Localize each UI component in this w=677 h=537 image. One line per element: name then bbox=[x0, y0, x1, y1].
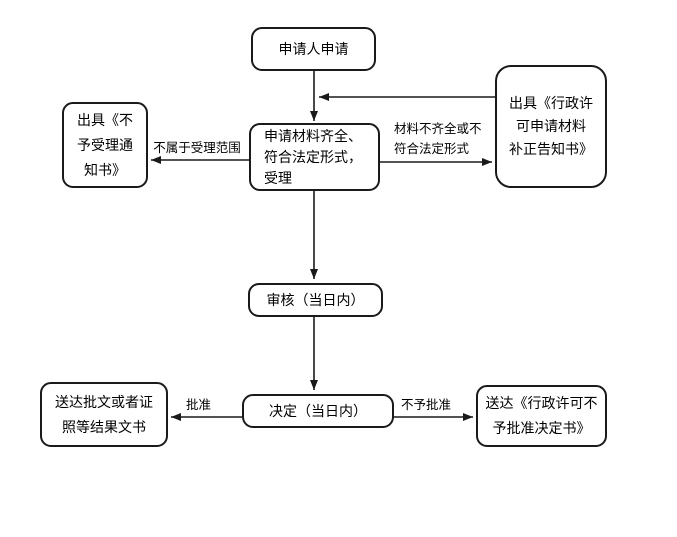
node-supplement-correction-notice-label: 出具《行政许 可申请材料 补正告知书》 bbox=[509, 95, 593, 157]
node-review-same-day: 审核（当日内） bbox=[248, 283, 383, 317]
node-decision-same-day-label: 决定（当日内） bbox=[269, 403, 367, 419]
node-non-acceptance-notice-label: 出具《不 予受理通 知书》 bbox=[77, 111, 133, 178]
node-deliver-rejection-decision: 送达《行政许可不 予批准决定书》 bbox=[476, 385, 607, 447]
edge-label-materials-incomplete: 材料不齐全或不 符合法定形式 bbox=[394, 122, 482, 156]
node-materials-complete-accept: 申请材料齐全、 符合法定形式， 受理 bbox=[249, 123, 380, 191]
node-non-acceptance-notice: 出具《不 予受理通 知书》 bbox=[62, 102, 148, 188]
node-materials-complete-accept-label: 申请材料齐全、 符合法定形式， 受理 bbox=[264, 127, 362, 186]
node-applicant-apply-label: 申请人申请 bbox=[278, 41, 349, 57]
node-decision-same-day: 决定（当日内） bbox=[242, 394, 394, 428]
edge-label-approved: 批准 bbox=[186, 398, 212, 412]
node-deliver-approval-documents: 送达批文或者证 照等结果文书 bbox=[40, 382, 168, 447]
node-deliver-rejection-decision-label: 送达《行政许可不 予批准决定书》 bbox=[485, 395, 598, 436]
node-deliver-approval-documents-label: 送达批文或者证 照等结果文书 bbox=[55, 393, 153, 435]
node-review-same-day-label: 审核（当日内） bbox=[266, 292, 365, 308]
node-applicant-apply: 申请人申请 bbox=[251, 27, 376, 71]
edge-label-not-approved: 不予批准 bbox=[401, 398, 452, 412]
edge-label-not-in-scope: 不属于受理范围 bbox=[153, 141, 241, 155]
node-supplement-correction-notice: 出具《行政许 可申请材料 补正告知书》 bbox=[495, 65, 607, 188]
